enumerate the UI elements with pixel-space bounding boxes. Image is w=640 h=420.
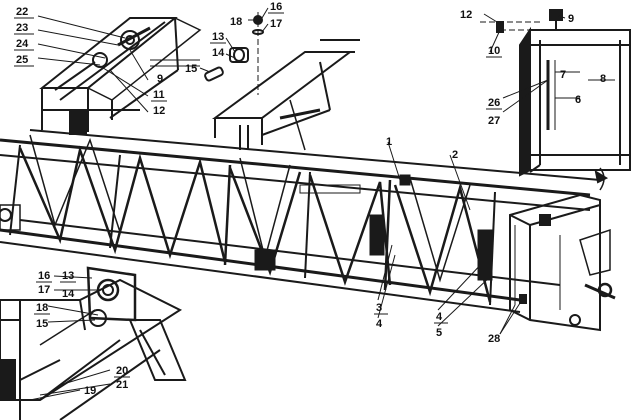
callout-9: 9: [157, 73, 163, 85]
callout-19: 19: [84, 385, 96, 397]
callout-10: 10: [488, 45, 500, 57]
callout-15b: 15: [36, 318, 48, 330]
callout-24: 24: [16, 38, 29, 50]
callout-28: 28: [488, 333, 500, 345]
callout-22: 22: [16, 6, 28, 18]
callout-3: 3: [376, 302, 382, 314]
callout-18: 18: [230, 16, 242, 28]
leader-lines: [29, 7, 615, 401]
callout-4b: 4: [436, 311, 443, 323]
main-lattice-boom: [0, 129, 601, 313]
callout-20: 20: [116, 365, 128, 377]
detail-boom-head: [39, 17, 202, 135]
callout-27: 27: [488, 115, 500, 127]
callout-2: 2: [452, 149, 458, 161]
callout-7: 7: [560, 69, 566, 81]
callout-11: 11: [153, 89, 165, 101]
callout-6: 6: [575, 94, 581, 106]
callout-26: 26: [488, 97, 500, 109]
callout-13: 13: [212, 31, 224, 43]
detail-pin-joint: [0, 266, 187, 420]
callout-4: 4: [376, 318, 383, 330]
callout-13b: 13: [62, 270, 74, 282]
callout-underlines: [14, 12, 502, 378]
callout-12b: 12: [460, 9, 472, 21]
callout-labels: 22 23 24 25 9 11 12 18 16 17 13 14 15 12…: [16, 1, 606, 397]
callout-25: 25: [16, 54, 28, 66]
callout-23: 23: [16, 22, 28, 34]
detail-end-frame: [480, 9, 631, 177]
callout-17b: 17: [38, 284, 50, 296]
callout-14b: 14: [62, 288, 75, 300]
callout-16b: 16: [38, 270, 50, 282]
callout-16: 16: [270, 1, 282, 13]
callout-18b: 18: [36, 302, 48, 314]
callout-1: 1: [386, 136, 392, 148]
detail-pin-bushing: [204, 12, 360, 151]
callout-15: 15: [185, 63, 197, 75]
callout-5: 5: [436, 327, 442, 339]
callout-9b: 9: [568, 13, 574, 25]
boom-end-box: [509, 167, 616, 332]
callout-12: 12: [153, 105, 165, 117]
callout-17: 17: [270, 18, 282, 30]
callout-21: 21: [116, 379, 128, 391]
callout-8: 8: [600, 73, 606, 85]
callout-14: 14: [212, 47, 225, 59]
